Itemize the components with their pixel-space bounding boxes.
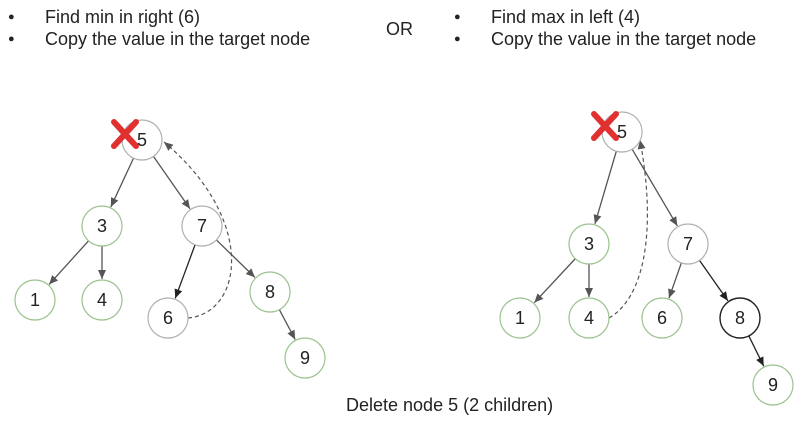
- copy-arrow-L6-L5: [163, 141, 233, 319]
- edge-R3-R1: [533, 258, 576, 304]
- edge-L5-L3: [110, 157, 135, 208]
- right-steps-list: Find max in left (4) Copy the value in t…: [454, 6, 756, 50]
- or-label: OR: [386, 19, 413, 39]
- node-R7: 7: [667, 223, 709, 265]
- node-L6: 6: [147, 297, 189, 339]
- edge-L8-L9: [278, 309, 296, 340]
- node-circle: [667, 223, 709, 265]
- edge-R5-R7: [631, 148, 678, 227]
- caption: Delete node 5 (2 children): [346, 395, 554, 415]
- node-label: 3: [584, 234, 594, 254]
- edge-R5-R3: [593, 151, 617, 225]
- node-L8: 8: [249, 271, 291, 313]
- node-circle: [249, 271, 291, 313]
- node-R4: 4: [568, 297, 610, 339]
- node-label: 1: [515, 308, 525, 328]
- edge-R7-R6: [668, 262, 682, 299]
- node-label: 4: [97, 290, 107, 310]
- edge-L5-L7: [152, 156, 191, 210]
- node-label: 7: [197, 216, 207, 236]
- node-R9: 9: [752, 364, 794, 406]
- delete-x-icon: [111, 119, 139, 149]
- node-L1: 1: [14, 279, 56, 321]
- node-circle: [284, 337, 326, 379]
- node-R1: 1: [499, 297, 541, 339]
- node-label: 3: [97, 216, 107, 236]
- node-circle: [14, 279, 56, 321]
- left-step-1: Find min in right (6): [8, 6, 310, 28]
- node-circle: [568, 297, 610, 339]
- edge-L7-L6: [174, 244, 196, 299]
- copy-arrow-R4-R5: [608, 139, 648, 319]
- node-R6: 6: [641, 297, 683, 339]
- node-label: 7: [683, 234, 693, 254]
- node-label: 1: [30, 290, 40, 310]
- node-circle: [181, 205, 223, 247]
- node-circle: [641, 297, 683, 339]
- edge-L7-L8: [215, 239, 256, 278]
- right-step-2: Copy the value in the target node: [454, 28, 756, 50]
- node-L3: 3: [81, 205, 123, 247]
- node-label: 5: [137, 130, 147, 150]
- node-L7: 7: [181, 205, 223, 247]
- node-L9: 9: [284, 337, 326, 379]
- node-label: 6: [657, 308, 667, 328]
- node-label: 9: [768, 375, 778, 395]
- node-label: 9: [300, 348, 310, 368]
- node-circle: [568, 223, 610, 265]
- edge-R7-R8: [698, 259, 729, 302]
- node-circle: [499, 297, 541, 339]
- node-L4: 4: [81, 279, 123, 321]
- delete-x-icon: [591, 111, 619, 141]
- right-step-1: Find max in left (4): [454, 6, 756, 28]
- edge-R8-R9: [748, 335, 765, 367]
- node-circle: [81, 205, 123, 247]
- node-label: 8: [735, 308, 745, 328]
- node-R8: 8: [719, 297, 761, 339]
- edge-L3-L1: [48, 240, 90, 285]
- node-circle: [719, 297, 761, 339]
- node-label: 5: [617, 122, 627, 142]
- node-R3: 3: [568, 223, 610, 265]
- node-circle: [81, 279, 123, 321]
- node-circle: [147, 297, 189, 339]
- node-label: 6: [163, 308, 173, 328]
- left-steps-list: Find min in right (6) Copy the value in …: [8, 6, 310, 50]
- left-step-2: Copy the value in the target node: [8, 28, 310, 50]
- node-label: 8: [265, 282, 275, 302]
- node-circle: [752, 364, 794, 406]
- node-label: 4: [584, 308, 594, 328]
